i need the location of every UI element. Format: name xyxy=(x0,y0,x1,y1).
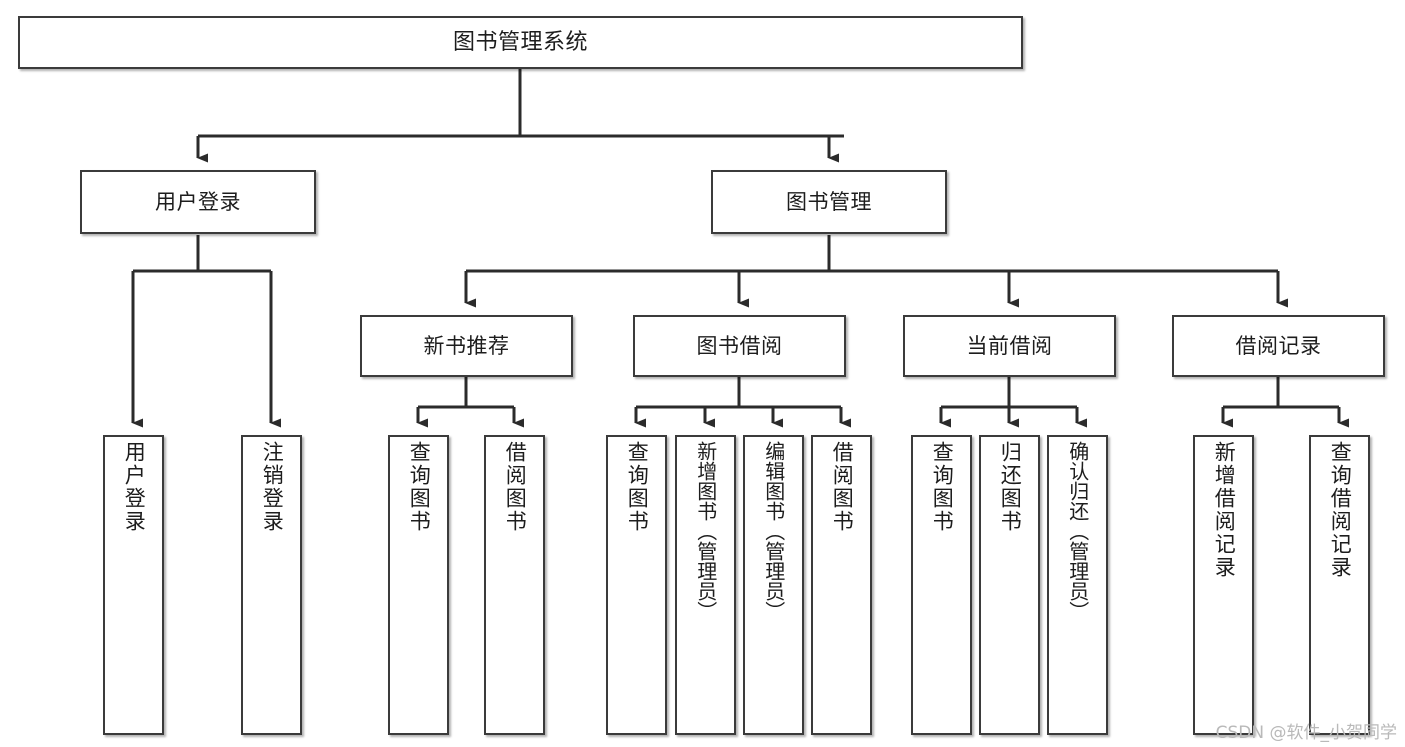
node-label: 用户登录 xyxy=(122,441,147,533)
leaf-borrow-record-add[interactable]: 新增借阅记录 xyxy=(1193,435,1254,735)
node-label: 注销登录 xyxy=(260,441,285,533)
leaf-new-book-borrow[interactable]: 借阅图书 xyxy=(484,435,545,735)
node-book-management[interactable]: 图书管理 xyxy=(711,170,947,234)
node-label: 确认归还（管理员） xyxy=(1065,441,1090,621)
node-label: 借阅图书 xyxy=(830,441,855,533)
leaf-book-borrow-edit[interactable]: 编辑图书（管理员） xyxy=(743,435,804,735)
leaf-borrow-record-query[interactable]: 查询借阅记录 xyxy=(1309,435,1370,735)
leaf-current-borrow-query[interactable]: 查询图书 xyxy=(911,435,972,735)
leaf-user-login-login[interactable]: 用户登录 xyxy=(103,435,164,735)
leaf-book-borrow-query[interactable]: 查询图书 xyxy=(606,435,667,735)
node-current-borrow[interactable]: 当前借阅 xyxy=(903,315,1116,377)
node-label: 查询图书 xyxy=(930,441,955,533)
node-label: 查询图书 xyxy=(407,441,432,533)
leaf-book-borrow-borrow[interactable]: 借阅图书 xyxy=(811,435,872,735)
node-label: 查询图书 xyxy=(625,441,650,533)
watermark-text: CSDN @软件_小贺同学 xyxy=(1215,723,1397,743)
node-book-management-system[interactable]: 图书管理系统 xyxy=(18,16,1023,69)
leaf-book-borrow-add[interactable]: 新增图书（管理员） xyxy=(675,435,736,735)
node-label: 借阅记录 xyxy=(1235,333,1322,358)
node-label: 归还图书 xyxy=(998,441,1023,533)
node-label: 用户登录 xyxy=(155,189,241,214)
node-user-login[interactable]: 用户登录 xyxy=(80,170,316,234)
node-label: 图书借阅 xyxy=(696,333,783,358)
node-borrow-record[interactable]: 借阅记录 xyxy=(1172,315,1385,377)
node-label: 图书管理系统 xyxy=(452,29,588,55)
leaf-current-borrow-confirm-return[interactable]: 确认归还（管理员） xyxy=(1047,435,1108,735)
node-new-book-recommend[interactable]: 新书推荐 xyxy=(360,315,573,377)
node-label: 编辑图书（管理员） xyxy=(761,441,786,621)
node-label: 新增借阅记录 xyxy=(1212,441,1237,579)
node-label: 当前借阅 xyxy=(966,333,1053,358)
node-label: 新增图书（管理员） xyxy=(693,441,718,621)
node-book-borrow[interactable]: 图书借阅 xyxy=(633,315,846,377)
node-label: 新书推荐 xyxy=(423,333,510,358)
node-label: 借阅图书 xyxy=(503,441,528,533)
node-label: 查询借阅记录 xyxy=(1328,441,1353,579)
node-label: 图书管理 xyxy=(786,189,872,214)
leaf-user-login-logout[interactable]: 注销登录 xyxy=(241,435,302,735)
leaf-current-borrow-return[interactable]: 归还图书 xyxy=(979,435,1040,735)
leaf-new-book-query[interactable]: 查询图书 xyxy=(388,435,449,735)
